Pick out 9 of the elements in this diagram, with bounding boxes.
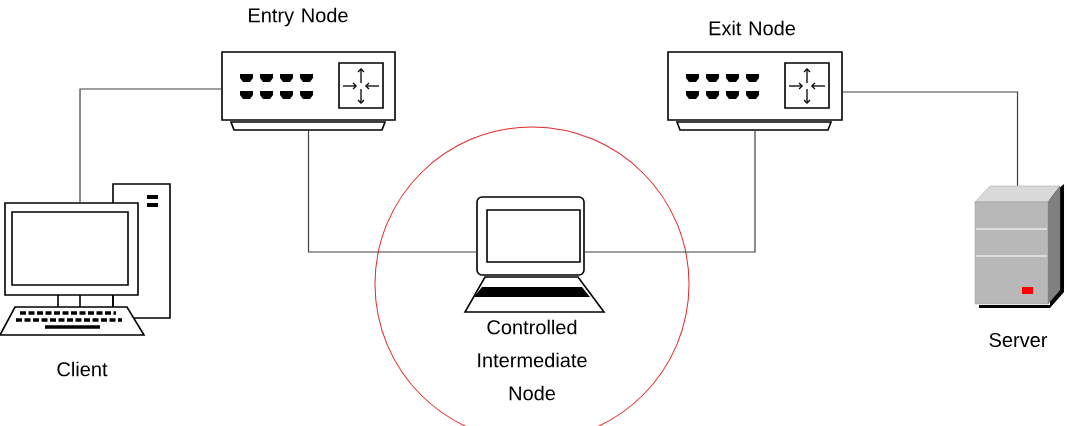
connector-line	[307, 130, 478, 253]
node-label: Entry Node	[249, 7, 348, 27]
connector-line	[583, 130, 756, 253]
node-label: Client	[57, 361, 108, 377]
connector-line	[842, 91, 1019, 187]
node-label: Controlled Intermediate Node	[478, 319, 587, 401]
node-label: Server	[989, 332, 1048, 348]
connector-line	[79, 88, 222, 204]
node-label: Exit Node	[709, 20, 795, 36]
